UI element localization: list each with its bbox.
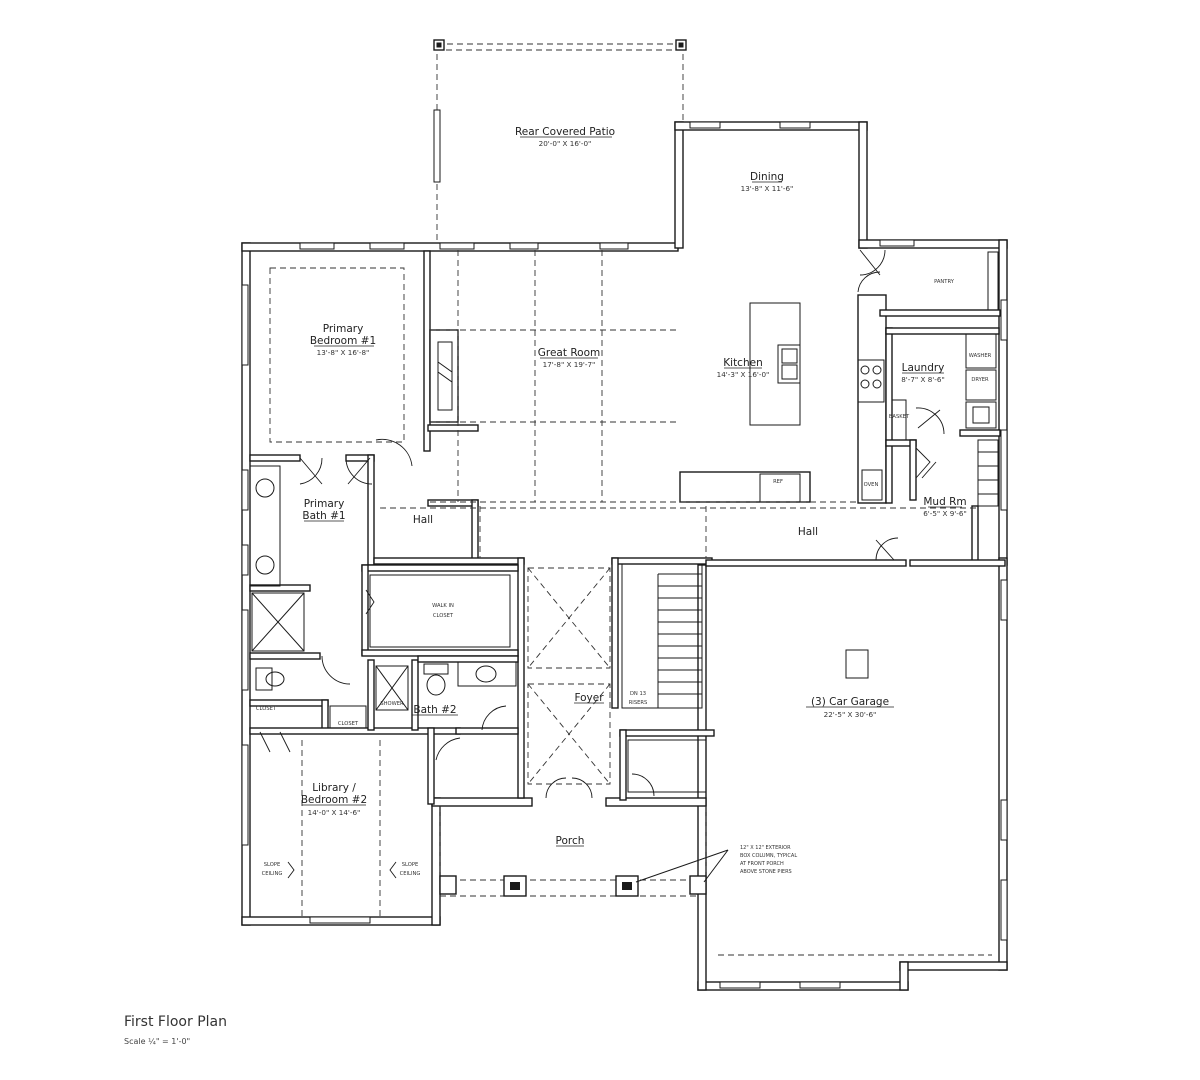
laundry-dims: 8'-7" X 8'-6" — [901, 375, 945, 384]
windows — [241, 121, 1008, 989]
walk-in-label-2: CLOSET — [433, 613, 454, 619]
plan-scale: Scale ¼" = 1'-0" — [124, 1037, 190, 1046]
laundry-label: Laundry — [902, 362, 945, 374]
column-note-2: BOX COLUMN, TYPICAL — [740, 853, 797, 859]
bath2-label: Bath #2 — [413, 704, 456, 716]
stair-label-1: DN 13 — [630, 691, 646, 697]
closet-a-label: CLOSET — [256, 706, 277, 712]
porch-columns — [439, 849, 729, 897]
mud-room-label: Mud Rm — [923, 496, 966, 508]
library-label-1: Library / — [312, 782, 356, 794]
mud-room-dims: 6'-5" X 9'-6" — [923, 509, 967, 518]
porch-label: Porch — [556, 835, 585, 847]
kitchen-dims: 14'-3" X 16'-0" — [717, 370, 770, 379]
ref-label: REF — [773, 479, 783, 485]
great-room-dims: 17'-8" X 19'-7" — [543, 360, 596, 369]
basket-label: BASKET — [889, 414, 910, 420]
library-label-2: Bedroom #2 — [301, 794, 367, 806]
primary-bed-label-2: Bedroom #1 — [310, 335, 376, 347]
fixture-labels: WASHER DRYER REF OVEN BASKET SHOWER CLOS… — [256, 353, 992, 879]
washer-label: WASHER — [969, 353, 992, 359]
hall-right-label: Hall — [798, 526, 818, 538]
primary-bath-label-2: Bath #1 — [302, 510, 345, 522]
slope-left-1: SLOPE — [264, 862, 281, 868]
garage-label: (3) Car Garage — [811, 696, 889, 708]
walk-in-label-1: WALK IN — [432, 603, 454, 609]
kitchen-label: Kitchen — [723, 357, 762, 369]
slope-right-1: SLOPE — [402, 862, 419, 868]
hall-left-label: Hall — [413, 514, 433, 526]
stair-label-2: RISERS — [629, 700, 648, 706]
dining-dims: 13'-8" X 11'-6" — [741, 184, 794, 193]
rear-patio-dims: 20'-0" X 16'-0" — [539, 139, 592, 148]
closet-b-label: CLOSET — [338, 721, 359, 727]
doors — [259, 249, 945, 799]
rear-patio — [433, 39, 687, 244]
slope-left-2: CEILING — [262, 871, 283, 877]
column-note-1: 12" X 12" EXTERIOR — [740, 845, 791, 851]
great-room-label: Great Room — [538, 347, 600, 359]
rear-patio-label: Rear Covered Patio — [515, 126, 615, 138]
primary-bed-dims: 13'-8" X 16'-8" — [317, 348, 370, 357]
room-labels: Rear Covered Patio 20'-0" X 16'-0" Dinin… — [301, 126, 967, 847]
primary-bath-label-1: Primary — [304, 498, 345, 510]
dryer-label: DRYER — [971, 377, 989, 383]
pantry-label: PANTRY — [934, 279, 955, 285]
shower-label: SHOWER — [380, 701, 404, 707]
foyer-label: Foyer — [574, 692, 604, 704]
plan-title: First Floor Plan — [124, 1014, 227, 1030]
interior-walls — [249, 250, 1006, 805]
column-note-4: ABOVE STONE PIERS — [740, 869, 792, 875]
slope-right-2: CEILING — [400, 871, 421, 877]
column-note-3: AT FRONT PORCH — [740, 861, 784, 867]
oven-label: OVEN — [864, 482, 879, 488]
exterior-walls — [241, 121, 1008, 991]
dining-label: Dining — [750, 171, 784, 183]
ceiling-lines — [269, 250, 992, 956]
library-dims: 14'-0" X 14'-6" — [308, 808, 361, 817]
garage-dims: 22'-5" X 30'-6" — [824, 710, 877, 719]
title-block: First Floor Plan Scale ¼" = 1'-0" — [124, 1014, 227, 1046]
primary-bed-label-1: Primary — [323, 323, 364, 335]
